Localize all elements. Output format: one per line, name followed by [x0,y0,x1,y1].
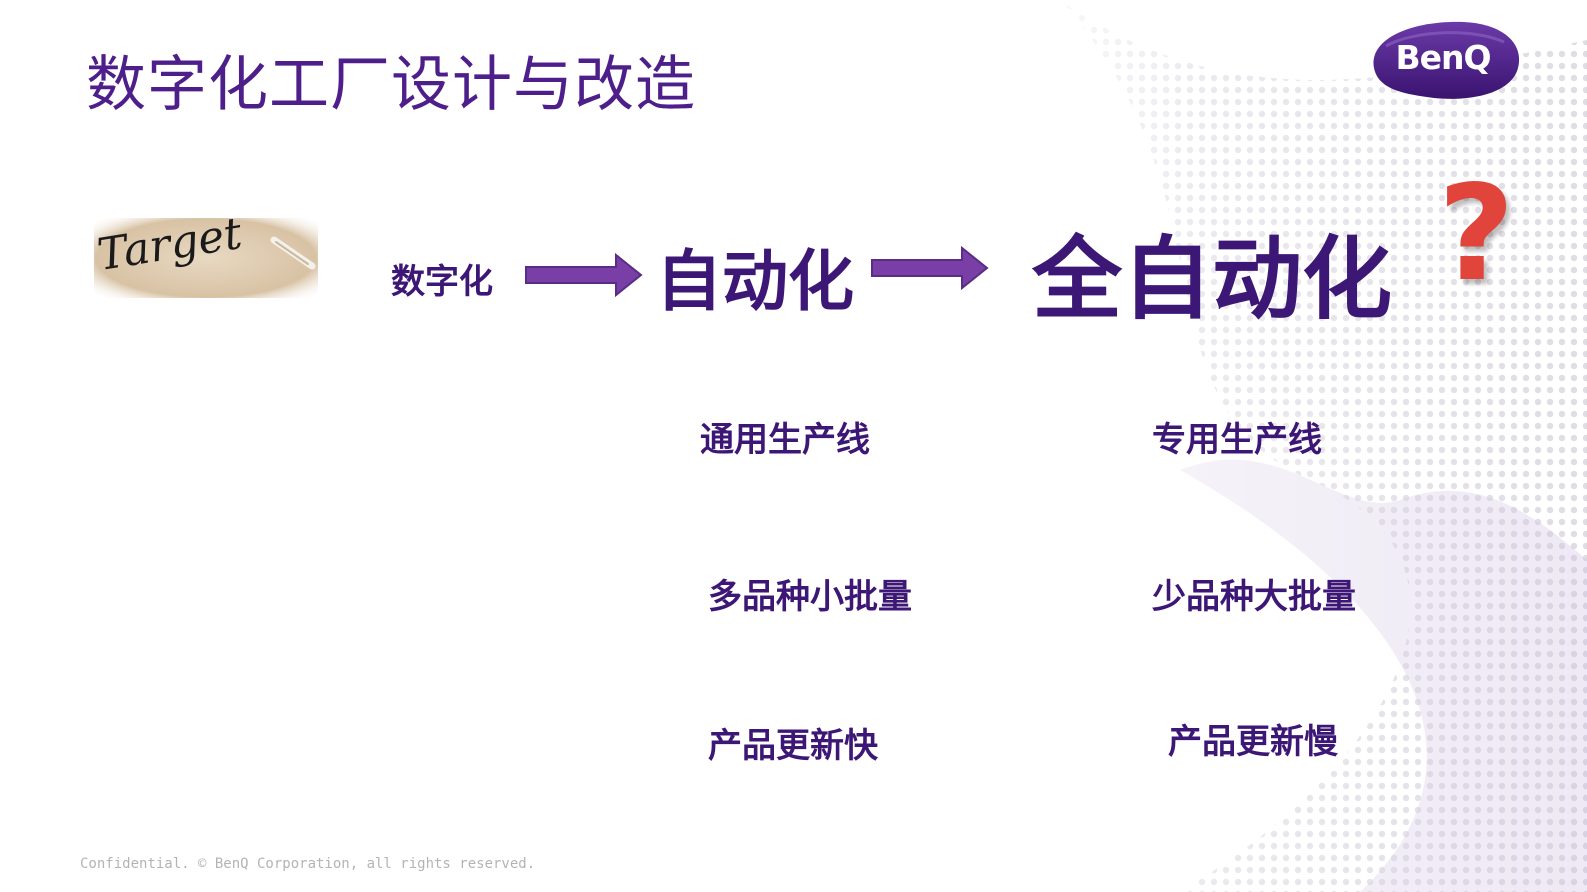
full-automation-feature-2: 少品种大批量 [1152,577,1356,617]
question-mark: ? [1438,157,1515,311]
step-full-automation: 全自动化 [1032,227,1392,332]
step-digitalization: 数字化 [391,262,493,302]
dotted-wave-background [980,0,1587,892]
full-automation-feature-1: 专用生产线 [1152,420,1322,460]
step-automation: 自动化 [656,243,854,320]
right-arrow-icon [871,245,989,291]
automation-feature-3: 产品更新快 [708,726,878,766]
target-image [94,218,318,298]
automation-feature-1: 通用生产线 [700,420,870,460]
benq-logo: BenQ [1364,16,1522,102]
full-automation-feature-3: 产品更新慢 [1168,722,1338,762]
automation-feature-2: 多品种小批量 [708,577,912,617]
right-arrow-icon [525,252,643,298]
logo-text: BenQ [1395,38,1491,77]
slide-title: 数字化工厂设计与改造 [86,50,696,120]
confidential-footer: Confidential. © BenQ Corporation, all ri… [80,856,536,872]
